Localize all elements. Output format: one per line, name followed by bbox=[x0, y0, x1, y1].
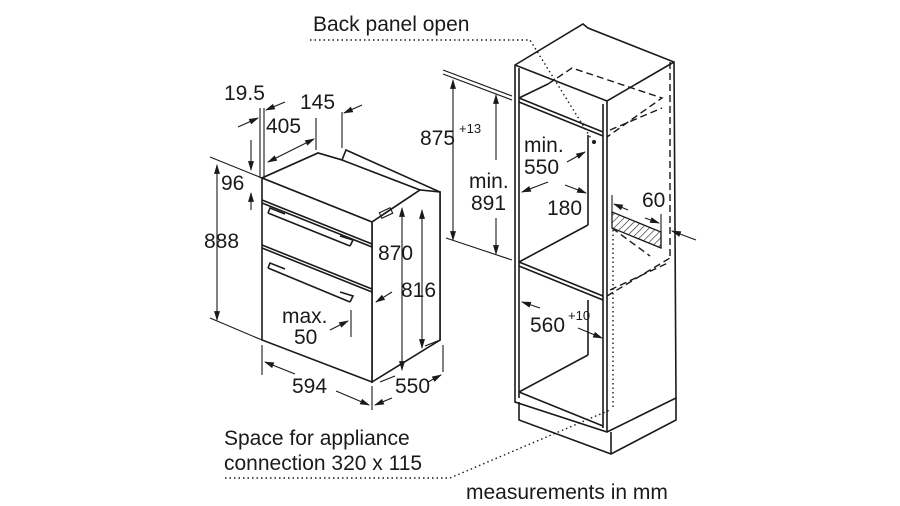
oven-front bbox=[261, 176, 373, 384]
dim-870: 870 bbox=[378, 242, 413, 265]
dim-594: 594 bbox=[292, 375, 327, 398]
dim-888: 888 bbox=[204, 230, 239, 253]
cabinet-dimensions bbox=[442, 69, 697, 339]
cabinet-drawing bbox=[514, 23, 677, 455]
dim-875: 875 bbox=[420, 127, 455, 150]
dim-816: 816 bbox=[401, 279, 436, 302]
back-panel-label: Back panel open bbox=[313, 13, 469, 36]
min-891-value: 891 bbox=[471, 192, 506, 215]
dim-180: 180 bbox=[547, 197, 582, 220]
dim-145: 145 bbox=[300, 91, 335, 114]
dim-875-tolerance: +13 bbox=[459, 121, 481, 136]
min-891-label: min. bbox=[469, 170, 509, 193]
dim-405: 405 bbox=[266, 115, 301, 138]
space-label-line1: Space for appliance bbox=[224, 427, 410, 450]
oven-drawing bbox=[259, 148, 441, 384]
space-leader bbox=[225, 409, 611, 479]
space-label-line2: connection 320 x 115 bbox=[224, 452, 422, 475]
dim-560: 560 bbox=[530, 314, 565, 337]
dim-550: 550 bbox=[395, 375, 430, 398]
back-panel-leader bbox=[310, 39, 593, 141]
dim-60: 60 bbox=[642, 189, 665, 212]
oven-dimensions bbox=[209, 101, 444, 410]
cabinet-outline bbox=[514, 23, 677, 433]
dim-19-5: 19.5 bbox=[224, 82, 265, 105]
max-label: max. bbox=[282, 305, 328, 328]
min-550-value: 550 bbox=[524, 156, 559, 179]
units-label: measurements in mm bbox=[466, 481, 668, 504]
min-550-label: min. bbox=[524, 134, 564, 157]
max-value: 50 bbox=[294, 326, 317, 349]
dim-560-tolerance: +10 bbox=[568, 308, 590, 323]
lower-door-handle bbox=[267, 261, 355, 303]
dim-96: 96 bbox=[221, 172, 244, 195]
upper-door-handle bbox=[267, 206, 355, 247]
